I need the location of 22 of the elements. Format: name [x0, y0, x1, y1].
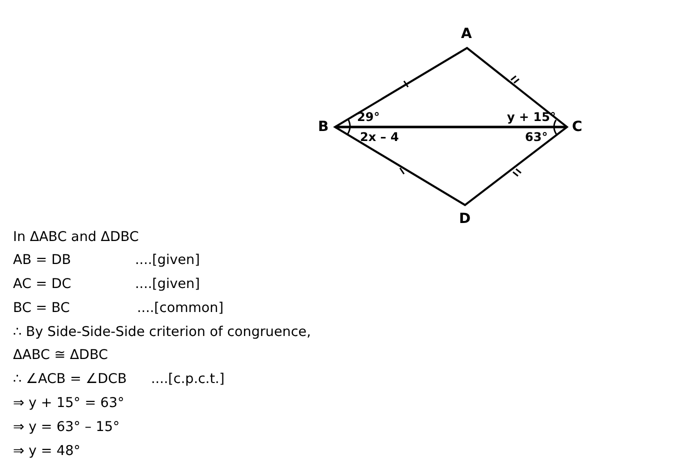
vertex-label: B [318, 120, 329, 134]
proof-line: ⇒ y + 15° = 63° [13, 397, 124, 410]
proof-line: ∴ ∠ACB = ∠DCB [13, 373, 127, 386]
vertex-label: D [459, 212, 471, 226]
proof-line: AB = DB [13, 254, 72, 268]
angle-label: 29° [357, 111, 380, 123]
vertex-label: C [572, 120, 582, 134]
proof-line: ∴ By Side-Side-Side criterion of congruence, [13, 326, 311, 340]
reason-text: ....[c.p.c.t.] [151, 373, 225, 386]
angle-label: 2x – 4 [360, 131, 399, 143]
reason-text: ....[given] [135, 254, 200, 268]
reason-text: ....[common] [137, 302, 224, 316]
angle-label: 63° [525, 131, 548, 143]
proof-line: BC = BC [13, 302, 70, 316]
proof-line: In ΔABC and ΔDBC [13, 231, 139, 244]
proof-line: AC = DC [13, 278, 72, 292]
vertex-label: A [461, 27, 472, 41]
proof-line: ⇒ y = 63° – 15° [13, 421, 120, 434]
proof-line: ΔABC ≅ ΔDBC [13, 349, 108, 362]
reason-text: ....[given] [135, 278, 200, 292]
proof-line: ⇒ y = 48° [13, 445, 80, 458]
angle-label: y + 15° [507, 111, 556, 123]
